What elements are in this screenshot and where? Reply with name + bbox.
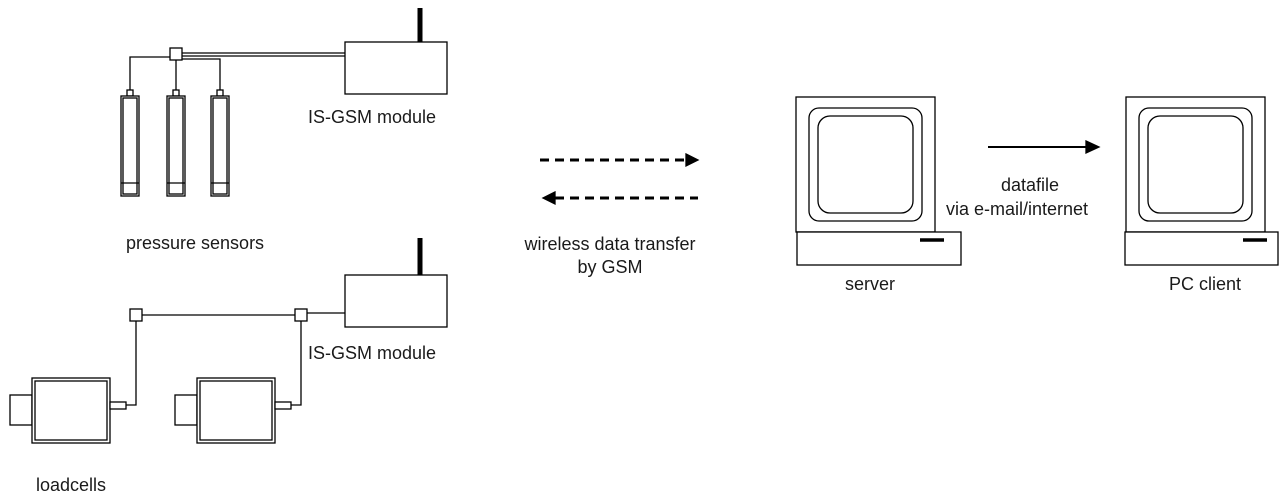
wireless-arrow-right — [540, 152, 700, 168]
server-label: server — [844, 274, 895, 294]
datafile-label-line2: via e-mail/internet — [946, 199, 1089, 219]
datafile-arrow — [988, 139, 1101, 155]
pressure-sensors-label: pressure sensors — [126, 233, 265, 253]
wireless-label-line1: wireless data transfer — [524, 234, 696, 254]
wireless-arrow-left — [541, 190, 698, 206]
server-computer — [795, 96, 962, 266]
gsm-module-bottom — [344, 238, 448, 328]
gsm-module-bottom-label: IS-GSM module — [308, 343, 437, 363]
pressure-sensor-2 — [166, 89, 186, 197]
gsm-module-top — [344, 8, 448, 95]
pc-client-computer — [1124, 96, 1279, 266]
loadcell-1 — [9, 377, 127, 444]
pressure-sensor-wiring — [129, 47, 345, 90]
datafile-label-line1: datafile — [1000, 175, 1060, 195]
loadcells-label: loadcells — [36, 475, 107, 495]
pc-client-label: PC client — [1168, 274, 1242, 294]
pressure-sensor-3 — [210, 89, 230, 197]
pressure-sensor-1 — [120, 89, 140, 197]
loadcell-wiring — [126, 308, 345, 406]
loadcell-2 — [174, 377, 292, 444]
wireless-label-line2: by GSM — [577, 257, 643, 277]
gsm-module-top-label: IS-GSM module — [308, 107, 437, 127]
